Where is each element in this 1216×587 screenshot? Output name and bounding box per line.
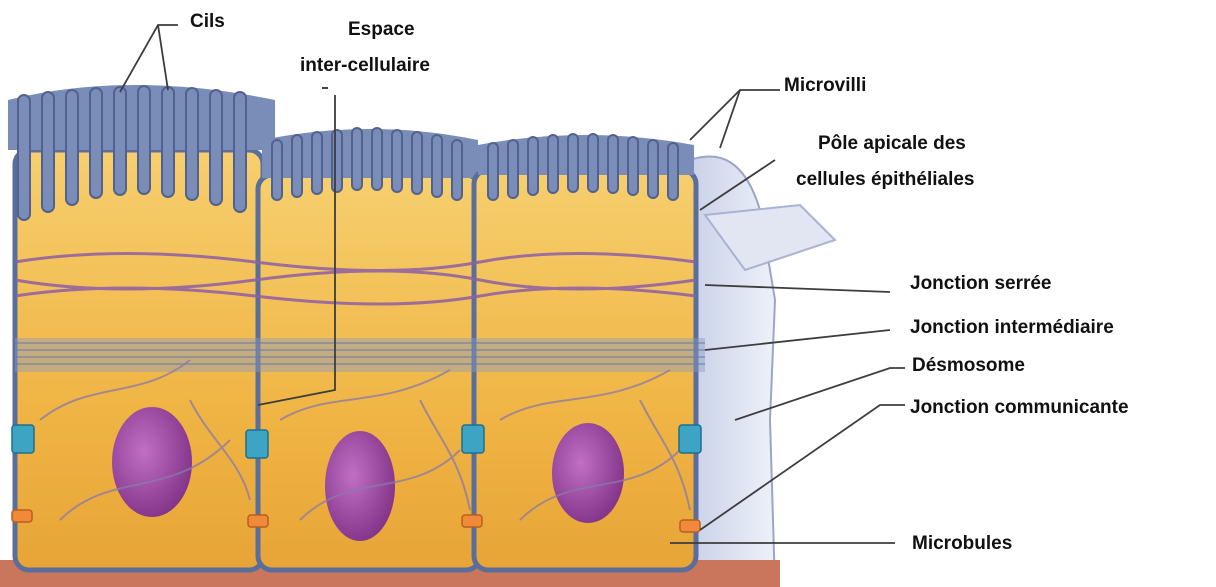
label-pole-line1: Pôle apicale des bbox=[818, 130, 966, 158]
nucleus bbox=[112, 407, 192, 517]
nucleus bbox=[552, 423, 624, 523]
label-microbules: Microbules bbox=[912, 530, 1012, 558]
nucleus bbox=[325, 431, 395, 541]
label-espace-line1: Espace bbox=[348, 16, 415, 44]
label-desmosome: Désmosome bbox=[912, 352, 1025, 380]
label-espace-line2: inter-cellulaire bbox=[300, 52, 430, 80]
label-microvilli: Microvilli bbox=[784, 72, 866, 100]
label-cils: Cils bbox=[190, 8, 225, 36]
label-jonction-intermediaire: Jonction intermédiaire bbox=[910, 314, 1114, 342]
label-jonction-communicante: Jonction communicante bbox=[910, 394, 1129, 422]
cell-1 bbox=[8, 85, 275, 570]
label-pole-line2: cellules épithéliales bbox=[796, 166, 974, 194]
label-jonction-serree: Jonction serrée bbox=[910, 270, 1052, 298]
